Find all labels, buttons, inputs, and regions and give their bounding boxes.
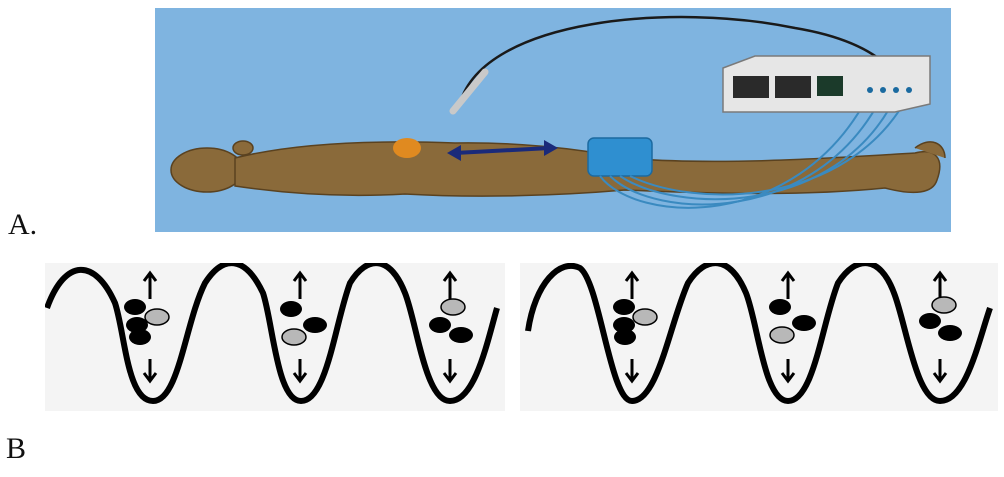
wave-panel-left xyxy=(45,263,505,411)
blood-pressure-cuff xyxy=(588,138,652,176)
dot-mid-left xyxy=(770,327,794,343)
wave-line xyxy=(47,263,497,401)
wave-diagram-left xyxy=(45,263,505,411)
dot-bottom xyxy=(129,329,151,345)
arrow-down xyxy=(626,359,638,381)
panel-label-b: B xyxy=(6,432,26,466)
dot-top xyxy=(124,299,146,315)
dot-top xyxy=(441,299,465,315)
arrow-down xyxy=(294,359,306,381)
dot-mid-right xyxy=(145,309,169,325)
arrow-down xyxy=(782,359,794,381)
trough-3 xyxy=(919,273,962,381)
dot-top xyxy=(613,299,635,315)
dot-mid-right xyxy=(792,315,816,331)
dot-mid-left xyxy=(919,313,941,329)
arrow-up xyxy=(626,273,638,299)
dot-mid-right xyxy=(449,327,473,343)
arrow-down xyxy=(144,359,156,381)
dot-mid-left xyxy=(429,317,451,333)
arrow-up xyxy=(144,273,156,299)
arrow-down xyxy=(444,359,456,381)
illustration-background xyxy=(155,8,951,232)
arrow-up xyxy=(294,273,306,299)
dot-top xyxy=(932,297,956,313)
trough-2 xyxy=(769,273,816,381)
arrow-up xyxy=(782,273,794,299)
wave-panel-right xyxy=(520,263,998,411)
dot-mid-right xyxy=(938,325,962,341)
wave-line xyxy=(528,263,990,401)
arrow-up xyxy=(934,273,946,299)
dot-mid-right xyxy=(633,309,657,325)
monitor-device xyxy=(723,56,930,112)
wave-diagram-right xyxy=(520,263,998,411)
trough-1 xyxy=(613,273,657,381)
panel-label-a: A. xyxy=(8,208,37,242)
dot-top xyxy=(769,299,791,315)
arrow-up xyxy=(444,273,456,299)
dot-mid-right xyxy=(303,317,327,333)
dot-bottom xyxy=(614,329,636,345)
heart-marker xyxy=(393,138,421,158)
arrow-down xyxy=(934,359,946,381)
dot-mid-left xyxy=(282,329,306,345)
trough-3 xyxy=(429,273,473,381)
patient-illustration xyxy=(155,8,951,232)
dot-top xyxy=(280,301,302,317)
trough-2 xyxy=(280,273,327,381)
